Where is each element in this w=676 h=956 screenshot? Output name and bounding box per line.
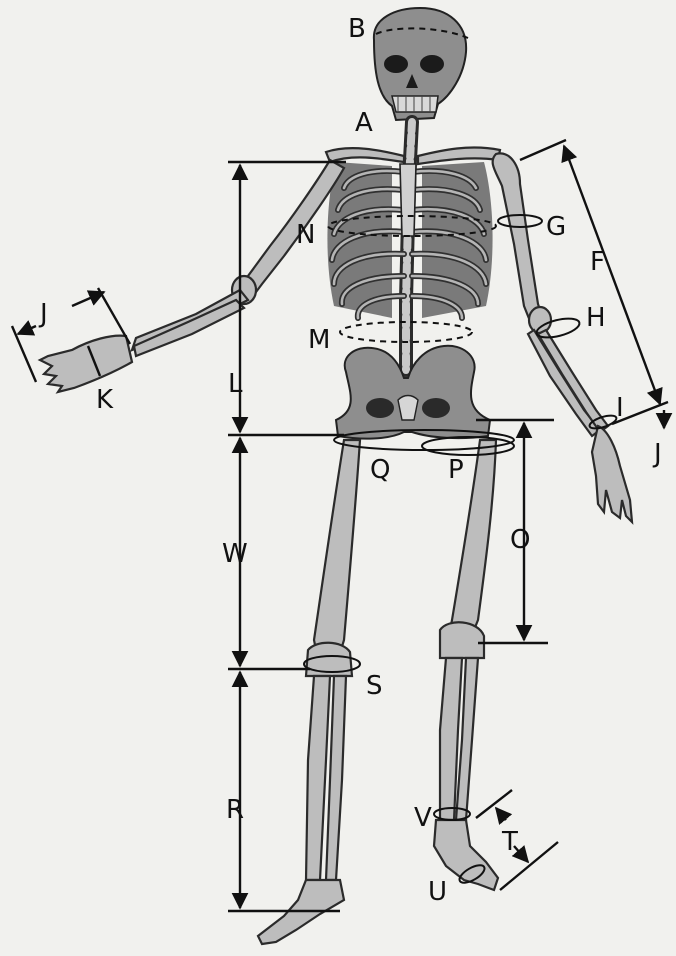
skeleton-illustration (40, 8, 632, 944)
label-n: N (296, 220, 315, 250)
label-m: M (308, 325, 330, 355)
label-r: R (226, 795, 244, 825)
label-w: W (222, 539, 248, 569)
t-top-bar (476, 790, 512, 818)
label-t: T (501, 827, 518, 857)
skull (374, 8, 466, 120)
label-j-right: J (652, 439, 662, 469)
right-leg (434, 440, 498, 890)
spine (406, 122, 412, 370)
label-p: P (448, 455, 464, 485)
label-a: A (355, 108, 373, 138)
f-top-bar (520, 140, 566, 160)
label-s: S (366, 671, 383, 701)
label-b: B (348, 14, 366, 44)
label-i: I (616, 393, 624, 423)
label-q: Q (370, 455, 390, 485)
left-arm (40, 160, 344, 392)
label-k: K (96, 385, 114, 415)
label-j-left: J (38, 299, 48, 329)
left-leg (258, 440, 360, 944)
label-h: H (586, 303, 606, 333)
label-g: G (546, 212, 566, 242)
j-left-arrow-b (72, 292, 104, 306)
label-v: V (414, 803, 432, 833)
j-left-arrow-a (18, 326, 36, 334)
label-o: O (510, 525, 530, 555)
label-f: F (590, 247, 605, 277)
f-dimension-line (564, 146, 660, 404)
t-arrow-a (496, 808, 506, 820)
j-left-bar-1 (12, 326, 36, 382)
label-u: U (428, 877, 447, 907)
right-arm (493, 153, 632, 522)
label-l: L (228, 369, 243, 399)
